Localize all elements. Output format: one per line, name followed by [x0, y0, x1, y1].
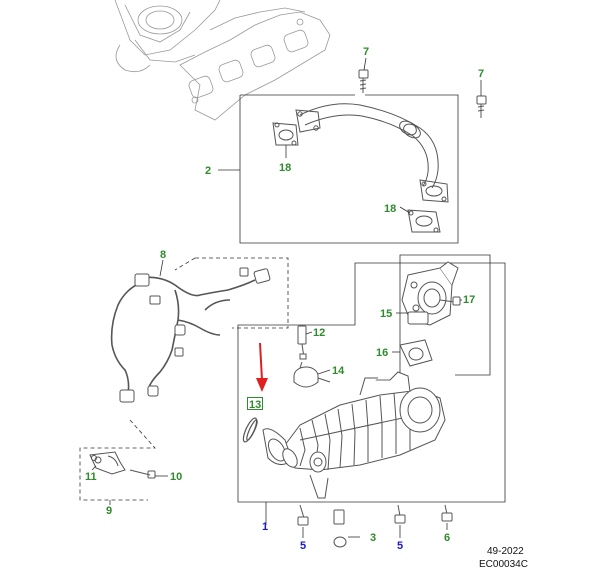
highlight-arrow: [256, 342, 268, 392]
callout-18b: 18: [384, 203, 396, 215]
callout-1: 1: [262, 521, 268, 533]
tube-flange-left: [295, 109, 321, 133]
callout-labels: 7 7 2 18 18 8 12 14 15 16 17 13 10 11 9 …: [85, 46, 484, 552]
bolt-17: [439, 296, 461, 306]
callout-2: 2: [205, 165, 211, 177]
harness-connectors: [119, 267, 271, 403]
gasket-16: [399, 339, 433, 367]
callout-17: 17: [463, 294, 475, 306]
egr-tube: [299, 103, 439, 189]
callout-18a: 18: [279, 162, 291, 174]
bolt-5-right: [394, 504, 406, 524]
bolt-5-left: [297, 504, 309, 526]
o-ring-13: [242, 417, 258, 443]
callout-9: 9: [106, 505, 112, 517]
actuator-14: [293, 361, 331, 388]
tube-flange-right: [419, 179, 449, 203]
gasket-left: [272, 122, 299, 146]
harness-bracket: [89, 451, 126, 475]
egr-valve-15: [401, 261, 459, 326]
callout-13: 13: [249, 399, 261, 411]
callout-7a: 7: [363, 46, 369, 58]
bolt-6: [441, 504, 453, 522]
sensor-12: [297, 325, 307, 360]
callout-3: 3: [370, 532, 376, 544]
clip-11: [91, 455, 97, 461]
callout-7b: 7: [478, 68, 484, 80]
callout-14: 14: [332, 365, 345, 377]
gasket-right: [407, 209, 441, 233]
stud-and-nut-3: [333, 509, 347, 548]
egr-cooler: [284, 371, 446, 471]
callout-10: 10: [170, 471, 182, 483]
callout-5b: 5: [397, 540, 403, 552]
egr-tube-group-box: [239, 94, 459, 244]
callout-16: 16: [376, 347, 388, 359]
callout-15: 15: [380, 308, 392, 320]
harness-group-box: [79, 257, 289, 501]
exhaust-manifold-drawing: [114, 0, 331, 121]
callout-12: 12: [313, 327, 325, 339]
egr-module-group-box: [237, 262, 506, 503]
leader-lines: [91, 57, 482, 538]
callout-11: 11: [85, 471, 97, 483]
bolt-10: [129, 469, 156, 479]
cooler-outlet: [262, 428, 329, 499]
callout-13-highlight-box: [247, 397, 263, 410]
wiring-harness: [110, 276, 256, 396]
footer-date: 49-2022: [487, 546, 524, 557]
footer-ref-code: EC00034C: [479, 559, 528, 570]
callout-5a: 5: [300, 540, 306, 552]
bolt-7-left: [358, 69, 369, 93]
callout-6: 6: [444, 532, 450, 544]
callout-8: 8: [160, 249, 166, 261]
bolt-7-right: [476, 95, 487, 118]
